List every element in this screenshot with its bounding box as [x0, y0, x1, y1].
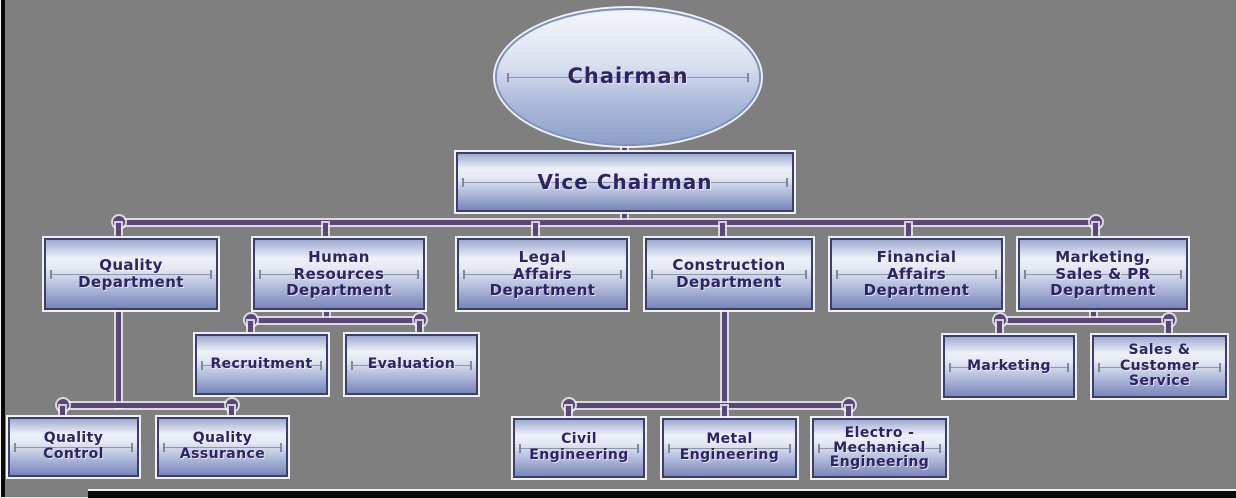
connector-quality-control	[60, 406, 65, 418]
node-electro-mechanical-engineering: Electro - Mechanical Engineering	[812, 418, 947, 478]
node-marketing: Marketing	[943, 335, 1075, 398]
subrail-quality	[62, 403, 232, 408]
connector-evaluation	[417, 321, 422, 334]
shape-midline	[949, 362, 1069, 372]
connector-chairman-vicechairman	[622, 140, 627, 154]
node-label: Financial Affairs Department	[863, 247, 970, 300]
shape-midline	[1024, 270, 1182, 279]
connector-rail-financial	[906, 223, 911, 239]
node-label: Recruitment	[210, 355, 313, 372]
connector-electro-mechanical	[846, 406, 851, 419]
node-vice-chairman: Vice Chairman	[456, 152, 794, 212]
node-label: Construction Department	[672, 256, 786, 291]
subrail-construction	[568, 403, 851, 408]
connector-marketing-subrail	[1091, 309, 1096, 321]
shape-midline	[519, 444, 639, 453]
connector-hr-subrail	[324, 309, 329, 321]
shape-midline	[50, 270, 212, 279]
node-label: Human Resources Department	[286, 247, 392, 300]
shape-midline	[651, 270, 807, 279]
shape-midline	[259, 270, 419, 279]
node-label: Quality Assurance	[179, 430, 266, 462]
bottom-edge-border	[88, 491, 1236, 498]
connector-rail-marketing	[1093, 223, 1098, 239]
left-edge-border	[1, 0, 5, 498]
node-label: Metal Engineering	[679, 431, 780, 463]
left-edge-highlight	[0, 0, 1, 498]
connector-metal-engineering	[722, 406, 727, 419]
shape-midline	[507, 73, 749, 82]
node-label: Civil Engineering	[529, 431, 629, 463]
subrail-hr	[250, 318, 420, 323]
node-human-resources-department: Human Resources Department	[253, 238, 425, 310]
node-label: Vice Chairman	[537, 169, 713, 194]
connector-main-rail	[118, 220, 1100, 225]
bottom-edge-highlight	[88, 489, 1236, 491]
node-label: Electro - Mechanical Engineering	[829, 424, 930, 471]
node-label: Evaluation	[367, 355, 456, 372]
connector-rail-hr	[323, 223, 328, 239]
node-construction-department: Construction Department	[645, 238, 813, 310]
subrail-marketing	[999, 318, 1169, 323]
node-label: Marketing	[967, 357, 1051, 374]
shape-midline	[201, 360, 322, 370]
connector-vicechairman-rail	[622, 211, 627, 222]
node-chairman: Chairman	[495, 8, 761, 146]
shape-midline	[836, 270, 997, 279]
node-label: Quality Control	[43, 430, 104, 462]
node-label: Legal Affairs Department	[489, 247, 596, 300]
node-quality-department: Quality Department	[44, 238, 218, 310]
shape-midline	[351, 360, 472, 370]
connector-quality-assurance	[229, 406, 234, 418]
connector-civil-engineering	[566, 406, 571, 419]
connector-quality-subrail	[116, 309, 121, 407]
shape-midline	[463, 270, 622, 279]
connector-rail-quality	[116, 223, 121, 239]
connector-construction-subrail	[722, 309, 727, 407]
node-civil-engineering: Civil Engineering	[513, 418, 645, 478]
shape-midline	[14, 443, 133, 452]
connector-recruitment	[248, 321, 253, 334]
connector-sales-customer-service	[1166, 321, 1171, 335]
node-marketing-sales-pr-department: Marketing, Sales & PR Department	[1018, 238, 1188, 310]
node-financial-affairs-department: Financial Affairs Department	[830, 238, 1003, 310]
shape-midline	[818, 444, 941, 453]
node-evaluation: Evaluation	[345, 334, 478, 395]
node-label: Quality Department	[78, 256, 184, 291]
connector-marketing-box	[997, 321, 1002, 335]
connector-rail-legal	[533, 223, 538, 239]
node-label: Chairman	[567, 64, 689, 89]
node-label: Marketing, Sales & PR Department	[1050, 247, 1156, 300]
shape-midline	[1098, 362, 1221, 372]
node-metal-engineering: Metal Engineering	[662, 418, 797, 478]
shape-midline	[163, 443, 282, 452]
node-recruitment: Recruitment	[195, 334, 328, 395]
connector-rail-construction	[720, 223, 725, 239]
node-quality-control: Quality Control	[8, 417, 139, 477]
node-label: Sales & Customer Service	[1119, 341, 1200, 390]
node-quality-assurance: Quality Assurance	[157, 417, 288, 477]
shape-midline	[668, 444, 791, 453]
node-sales-customer-service: Sales & Customer Service	[1092, 335, 1227, 398]
node-legal-affairs-department: Legal Affairs Department	[457, 238, 628, 310]
shape-midline	[462, 178, 788, 187]
